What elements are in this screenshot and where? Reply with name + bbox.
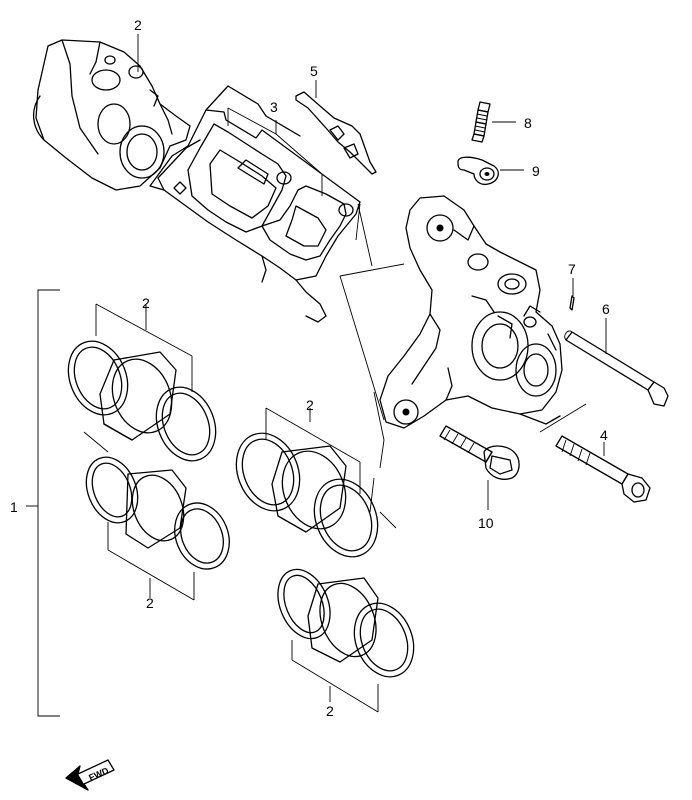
leader-part-3 xyxy=(227,107,323,196)
caliper-outer-half xyxy=(33,39,191,191)
label-part-7: 7 xyxy=(568,261,576,277)
leaders-part-2 xyxy=(137,34,331,702)
pin-part-7 xyxy=(569,288,575,311)
label-part-4: 4 xyxy=(600,427,608,443)
label-part-6: 6 xyxy=(602,301,610,317)
label-part-1: 1 xyxy=(10,499,18,515)
bolt-part-10 xyxy=(439,425,520,480)
label-part-3: 3 xyxy=(270,99,278,115)
bleeder-cap-part-9 xyxy=(457,156,499,186)
fwd-arrow-icon: FWD xyxy=(65,759,115,791)
piston-set-upper-left xyxy=(67,303,217,462)
label-part-2-top: 2 xyxy=(134,17,142,33)
bolt-part-4 xyxy=(555,435,651,503)
label-part-2-lower-right: 2 xyxy=(326,703,334,719)
label-part-2-lower-left: 2 xyxy=(146,595,154,611)
brake-pads-part-3 xyxy=(149,85,361,323)
piston-set-upper-right xyxy=(235,407,379,558)
label-part-2-upper-right: 2 xyxy=(306,397,314,413)
label-part-9: 9 xyxy=(532,163,540,179)
label-part-10: 10 xyxy=(478,515,494,531)
piston-set-lower-left xyxy=(85,456,230,601)
phantom-outline xyxy=(339,203,405,529)
piston-set-lower-right xyxy=(277,568,415,713)
bleeder-screw-part-8 xyxy=(471,101,491,143)
pad-pin-part-6 xyxy=(564,330,669,407)
label-part-2-upper-left: 2 xyxy=(142,295,150,311)
shim-part-5 xyxy=(295,91,377,175)
label-part-5: 5 xyxy=(310,63,318,79)
caliper-inner-body xyxy=(379,195,563,429)
leader-part-7-dash xyxy=(539,403,587,433)
label-part-8: 8 xyxy=(524,115,532,131)
bracket-part-1 xyxy=(26,289,60,717)
